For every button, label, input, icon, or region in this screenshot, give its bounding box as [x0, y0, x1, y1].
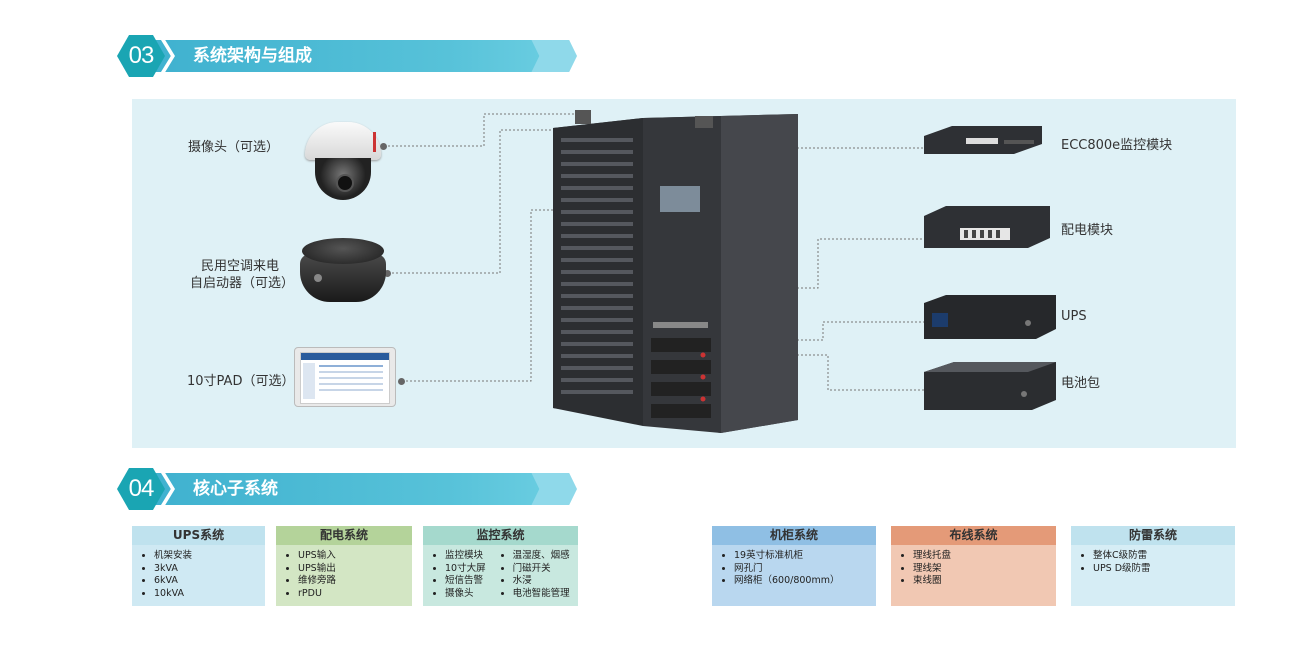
- pad-image: [294, 347, 396, 407]
- connector-dot: [384, 270, 391, 277]
- section-header-bar: [147, 473, 577, 505]
- list-item: 3kVA: [154, 563, 265, 576]
- card-list: UPS输入 UPS输出 维修旁路 rPDU: [286, 550, 412, 600]
- list-item: 理线架: [913, 563, 1056, 576]
- list-item: 整体C级防雷: [1093, 550, 1235, 563]
- pad-label: 10寸PAD（可选）: [187, 374, 295, 389]
- card-list: 19英寸标准机柜 网孔门 网络柜（600/800mm）: [722, 550, 876, 588]
- card-title: UPS系统: [132, 526, 265, 545]
- card-list: 温湿度、烟感 门磁开关 水浸 电池智能管理: [501, 550, 578, 606]
- list-item: 温湿度、烟感: [513, 550, 578, 563]
- list-item: 网孔门: [734, 563, 876, 576]
- camera-label: 摄像头（可选）: [188, 140, 280, 155]
- list-item: 网络柜（600/800mm）: [734, 575, 876, 588]
- list-item: 理线托盘: [913, 550, 1056, 563]
- list-item: 10kVA: [154, 588, 265, 601]
- list-item: 摄像头: [445, 588, 501, 601]
- camera-image: [303, 122, 383, 202]
- section-number-badge: 03: [117, 35, 165, 77]
- list-item: 机架安装: [154, 550, 265, 563]
- cabling-system-card: 布线系统 理线托盘 理线架 束线圈: [891, 526, 1056, 606]
- card-title: 机柜系统: [712, 526, 876, 545]
- monitoring-system-card: 监控系统 监控模块 10寸大屏 短信告警 摄像头 温湿度、烟感 门磁开关 水浸 …: [423, 526, 578, 606]
- card-title: 配电系统: [276, 526, 412, 545]
- ac-starter-image: [298, 226, 388, 304]
- ac-starter-label-line1: 民用空调来电: [200, 259, 279, 274]
- list-item: 水浸: [513, 575, 578, 588]
- section-04-header: 04 核心子系统: [117, 468, 579, 510]
- ecc800e-label: ECC800e监控模块: [1061, 138, 1173, 153]
- section-header-bar: [147, 40, 577, 72]
- section-title: 核心子系统: [193, 479, 278, 499]
- power-distribution-card: 配电系统 UPS输入 UPS输出 维修旁路 rPDU: [276, 526, 412, 606]
- list-item: UPS输出: [298, 563, 412, 576]
- card-list: 理线托盘 理线架 束线圈: [901, 550, 1056, 588]
- ac-starter-label-line2: 自启动器（可选）: [190, 276, 295, 291]
- micro-datacenter-cabinet-image: [553, 108, 798, 433]
- ecc800e-module-image: [924, 126, 1042, 154]
- ups-image: [924, 295, 1056, 339]
- list-item: 6kVA: [154, 575, 265, 588]
- card-list: 机架安装 3kVA 6kVA 10kVA: [142, 550, 265, 600]
- card-title: 布线系统: [891, 526, 1056, 545]
- section-03-header: 03 系统架构与组成: [117, 35, 579, 77]
- cabinet-system-card: 机柜系统 19英寸标准机柜 网孔门 网络柜（600/800mm）: [712, 526, 876, 606]
- section-number-badge: 04: [117, 468, 165, 510]
- ac-starter-label: 民用空调来电 自启动器（可选）: [190, 258, 295, 292]
- card-title: 防雷系统: [1071, 526, 1235, 545]
- connector-dot: [398, 378, 405, 385]
- pdu-label: 配电模块: [1061, 223, 1114, 238]
- list-item: 束线圈: [913, 575, 1056, 588]
- card-list: 整体C级防雷 UPS D级防雷: [1081, 550, 1235, 575]
- ups-label: UPS: [1061, 309, 1087, 324]
- list-item: 维修旁路: [298, 575, 412, 588]
- list-item: UPS D级防雷: [1093, 563, 1235, 576]
- list-item: 短信告警: [445, 575, 501, 588]
- list-item: UPS输入: [298, 550, 412, 563]
- battery-pack-image: [924, 362, 1056, 410]
- ups-system-card: UPS系统 机架安装 3kVA 6kVA 10kVA: [132, 526, 265, 606]
- connector-dot: [380, 143, 387, 150]
- section-title: 系统架构与组成: [193, 46, 312, 66]
- list-item: 电池智能管理: [513, 588, 578, 601]
- list-item: 19英寸标准机柜: [734, 550, 876, 563]
- list-item: 门磁开关: [513, 563, 578, 576]
- card-title: 监控系统: [423, 526, 578, 545]
- list-item: 10寸大屏: [445, 563, 501, 576]
- battery-label: 电池包: [1061, 376, 1101, 391]
- pdu-module-image: [924, 206, 1050, 248]
- list-item: rPDU: [298, 588, 412, 601]
- lightning-protection-card: 防雷系统 整体C级防雷 UPS D级防雷: [1071, 526, 1235, 606]
- card-list: 监控模块 10寸大屏 短信告警 摄像头: [433, 550, 501, 606]
- list-item: 监控模块: [445, 550, 501, 563]
